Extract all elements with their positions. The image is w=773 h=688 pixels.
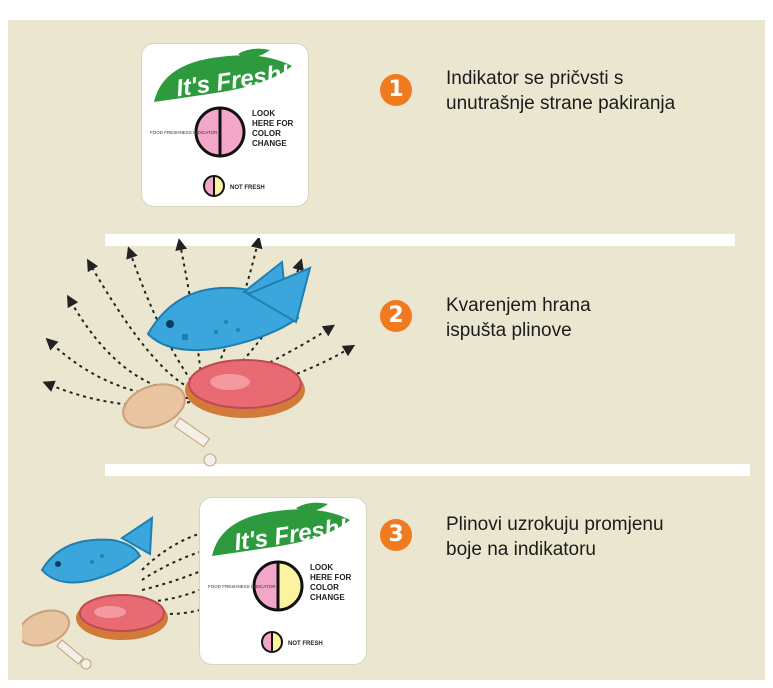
indicator-left-label: FOOD FRESHNESS INDICATOR xyxy=(208,584,276,589)
indicator-label-graphic: It's Fresh! FOOD FRESHNESS INDICATOR LOO… xyxy=(208,502,352,653)
indicator-label-graphic: It's Fresh! FOOD FRESHNESS INDICATOR LOO… xyxy=(150,48,294,197)
drumstick-graphic xyxy=(22,609,92,670)
step-2-number: 2 xyxy=(380,300,412,332)
step-3-number: 3 xyxy=(380,519,412,551)
spoiling-food-illustration xyxy=(42,238,356,467)
indicator-left-label: FOOD FRESHNESS INDICATOR xyxy=(150,130,218,135)
look-here-line4: CHANGE xyxy=(310,593,345,602)
key-label: NOT FRESH xyxy=(230,185,265,191)
indicator-card-fresh: It's Fresh! FOOD FRESHNESS INDICATOR LOO… xyxy=(142,44,308,206)
look-here-line3: COLOR xyxy=(310,583,339,592)
brand-logo-swoosh xyxy=(154,55,292,102)
steak-graphic xyxy=(185,359,305,418)
brand-logo-swoosh xyxy=(212,509,350,556)
step-1-text: Indikator se pričvsti s unutrašnje stran… xyxy=(446,68,676,114)
key-label: NOT FRESH xyxy=(288,641,323,647)
look-here-line1: LOOK xyxy=(310,563,333,572)
drumstick-graphic xyxy=(122,383,217,467)
fish-graphic xyxy=(40,516,154,584)
look-here-line4: CHANGE xyxy=(252,139,287,148)
section-divider xyxy=(105,464,750,476)
look-here-line1: LOOK xyxy=(252,109,275,118)
food-gas-to-indicator-illustration xyxy=(22,516,218,670)
look-here-line2: HERE FOR xyxy=(252,119,294,128)
step-3-text: Plinovi uzrokuju promjenu boje na indika… xyxy=(446,514,664,560)
step-2-text: Kvarenjem hrana ispušta plinove xyxy=(446,295,591,341)
steak-graphic xyxy=(76,594,168,640)
step-1-number: 1 xyxy=(380,74,412,106)
section-divider xyxy=(105,234,735,246)
diagram-panel xyxy=(8,20,765,680)
look-here-line2: HERE FOR xyxy=(310,573,352,582)
fish-graphic xyxy=(146,260,312,352)
look-here-line3: COLOR xyxy=(252,129,281,138)
indicator-card-spoiled: It's Fresh! FOOD FRESHNESS INDICATOR LOO… xyxy=(200,498,366,664)
